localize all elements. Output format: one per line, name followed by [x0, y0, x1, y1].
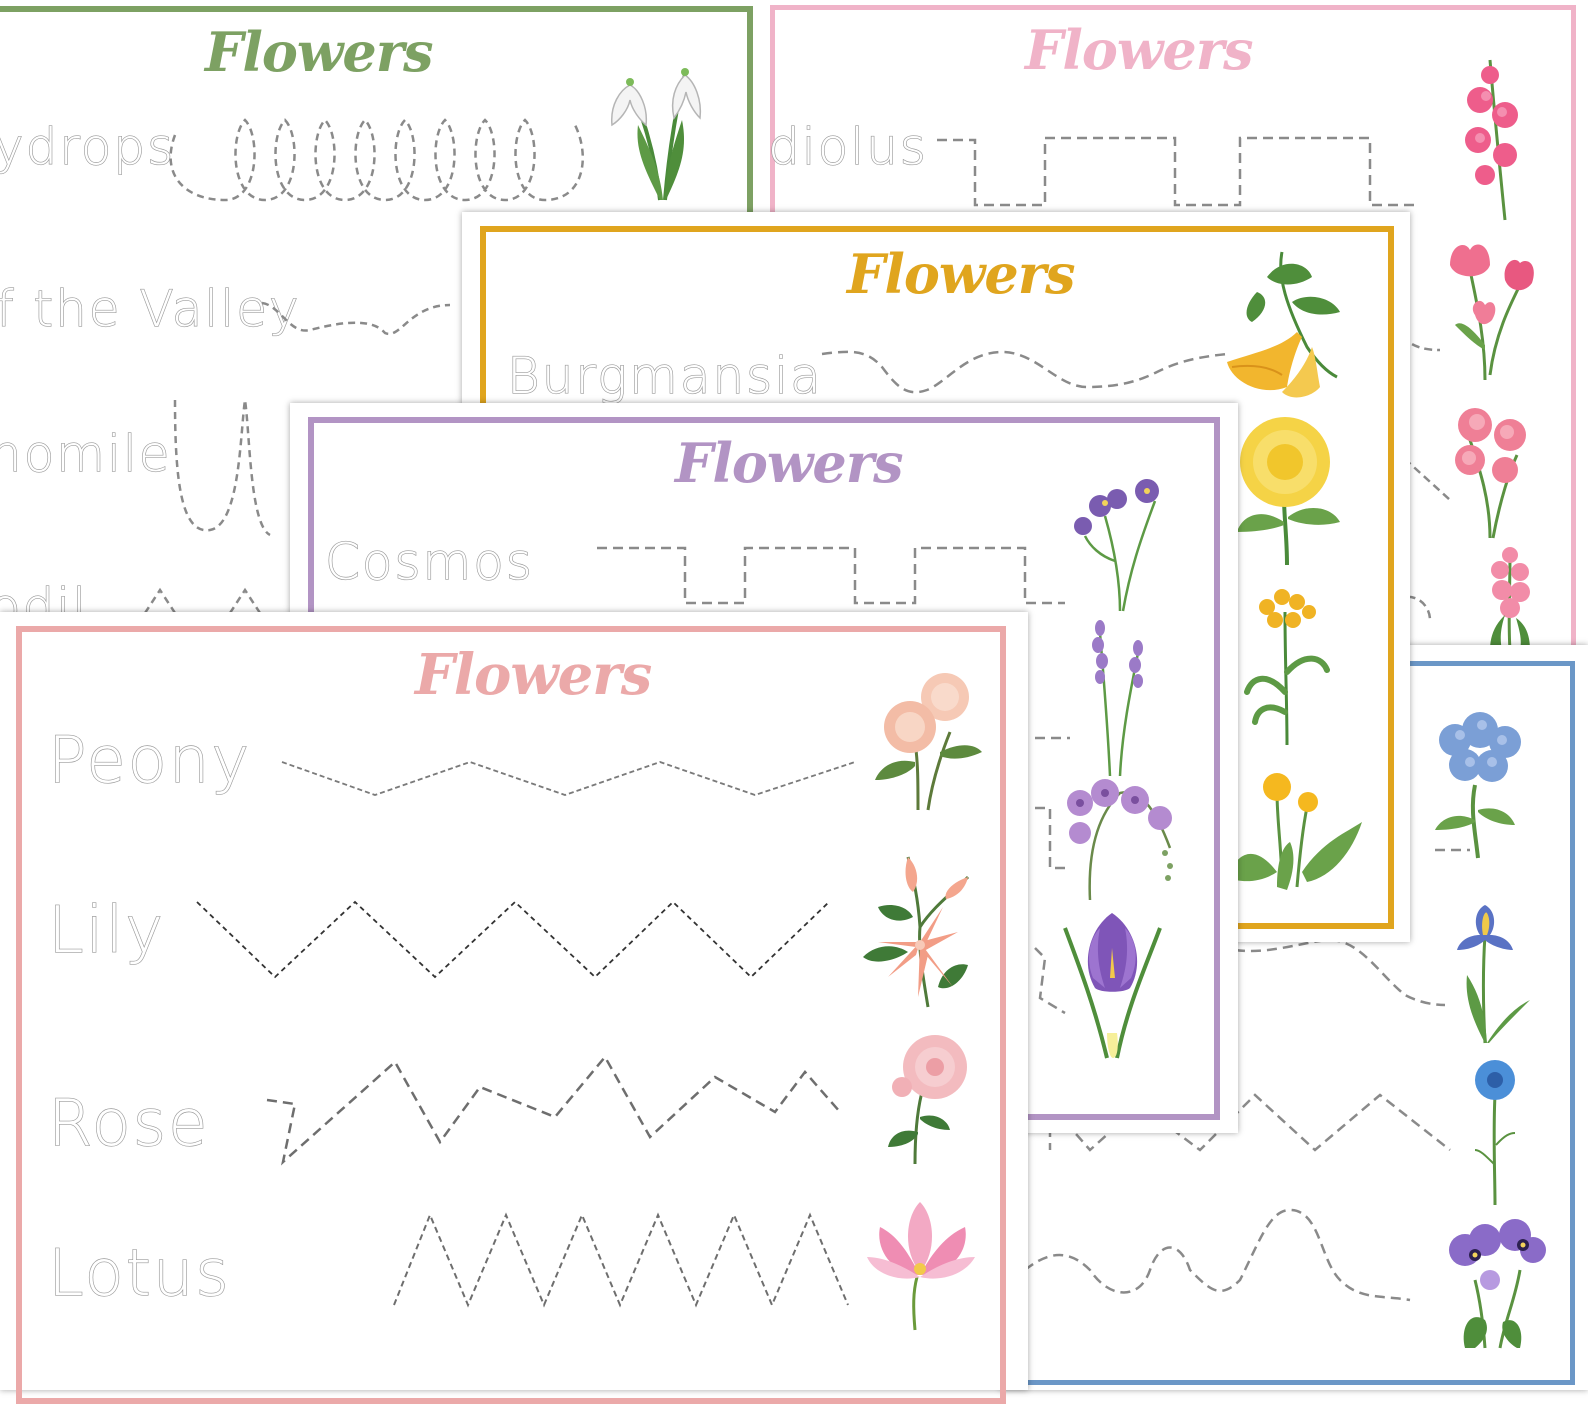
trace-purple-fragments	[1034, 736, 1070, 1015]
trace-square-wave-pink	[937, 136, 1420, 207]
iris-icon	[1457, 905, 1530, 1044]
worksheet-pink-title: Flowers	[1025, 18, 1254, 82]
worksheet-salmon-title: Flowers	[415, 642, 652, 708]
word-lily-of-the-valley: f the Valley	[0, 279, 301, 338]
trace-wave-green	[261, 301, 451, 336]
lavender-icon	[1092, 620, 1143, 777]
cornflower-icon	[1474, 1060, 1516, 1206]
trace-blue-zigzag	[1054, 1093, 1451, 1152]
trace-peaks-green	[143, 587, 262, 614]
dandelion-icon	[1227, 773, 1362, 890]
trace-blue-wave	[1234, 938, 1446, 1007]
worksheet-orange-title: Flowers	[847, 242, 1076, 306]
gladiolus-icon	[1465, 59, 1518, 221]
crocus-icon	[1063, 913, 1162, 1059]
worksheet-green-title: Flowers	[205, 20, 434, 84]
lily-icon	[863, 856, 970, 1008]
tansy-icon	[1244, 589, 1330, 746]
word-chamomile: nomile	[0, 424, 172, 483]
orchid-icon	[1067, 779, 1173, 901]
snowdrop-icon	[611, 68, 702, 201]
hyacinth-icon	[1490, 547, 1530, 651]
word-rose: Rose	[47, 1086, 210, 1161]
trace-zigzag-lily	[196, 900, 830, 979]
trace-zigzag-peony	[281, 761, 856, 796]
trace-loops	[169, 118, 584, 202]
trace-zigzag-lotus	[393, 1212, 849, 1308]
word-cosmos: Cosmos	[324, 532, 534, 591]
tulip-icon	[1450, 244, 1534, 381]
dahlia-icon	[1237, 417, 1340, 566]
word-burgmansia: Burgmansia	[506, 346, 823, 405]
hydrangea-icon	[1435, 712, 1521, 859]
trace-u-shapes	[173, 399, 271, 537]
word-snowdrops: ydrops	[0, 117, 176, 176]
cosmos-icon	[1074, 479, 1159, 612]
word-lily: Lily	[47, 893, 166, 968]
lotus-icon	[867, 1202, 975, 1331]
word-peony: Peony	[47, 723, 252, 798]
trace-square-wave-purple	[597, 546, 1065, 605]
carnation-icon	[1455, 408, 1526, 539]
worksheet-salmon: Flowers Peony Lily Rose Lotus	[0, 612, 1028, 1404]
trace-wave-orange	[821, 350, 1228, 394]
brugmansia-icon	[1227, 251, 1340, 398]
trace-zigzag-rose	[266, 1054, 841, 1166]
worksheet-purple-title: Flowers	[675, 431, 904, 495]
word-gladiolus: diolus	[767, 117, 928, 176]
pansy-icon	[1449, 1219, 1546, 1349]
rose-icon	[888, 1035, 967, 1165]
trace-blue-squiggle	[1024, 1208, 1411, 1302]
word-lotus: Lotus	[47, 1236, 231, 1311]
peony-icon	[875, 673, 982, 811]
